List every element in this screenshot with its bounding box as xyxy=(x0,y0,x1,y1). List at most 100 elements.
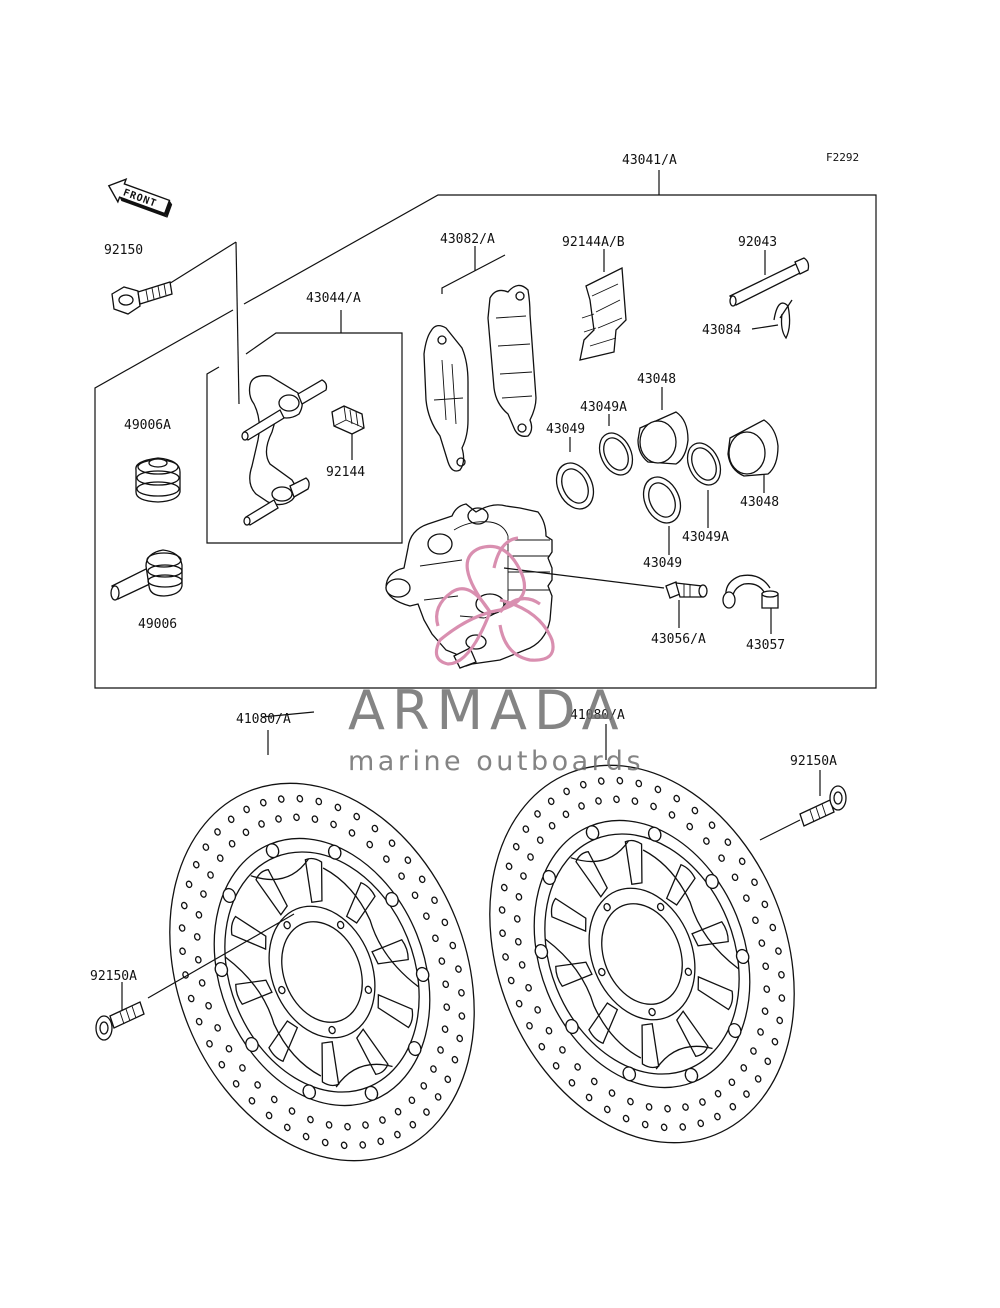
watermark-brand: ARMADA xyxy=(348,679,626,742)
label-disc-left: 41080/A xyxy=(236,712,291,727)
disc-drill-hole xyxy=(325,1121,333,1129)
label-pad-pin: 92043 xyxy=(738,235,777,250)
disc-drill-hole xyxy=(752,916,759,925)
disc-drill-hole xyxy=(296,794,304,803)
disc-drill-hole xyxy=(714,1112,721,1121)
disc-drill-hole xyxy=(451,1055,459,1064)
spring-92144 xyxy=(331,405,365,460)
disc-drill-hole xyxy=(254,1081,261,1089)
disc-drill-hole xyxy=(708,821,716,829)
disc-drill-hole xyxy=(398,872,405,880)
disc-drill-hole xyxy=(438,957,446,965)
disc-drill-hole xyxy=(538,1042,546,1051)
disc-vent-slot xyxy=(377,993,414,1029)
disc-drill-hole xyxy=(703,837,710,845)
disc-vent-slot xyxy=(691,920,729,947)
disc-drill-hole xyxy=(660,1123,668,1132)
disc-drill-hole xyxy=(754,1075,762,1083)
disc-drill-hole xyxy=(650,802,657,811)
bolt-92150-leader xyxy=(163,241,240,405)
disc-drill-hole xyxy=(383,855,390,863)
disc-drill-hole xyxy=(775,947,782,955)
disc-drill-hole xyxy=(227,815,235,824)
disc-drill-hole xyxy=(418,875,426,884)
disc-drill-hole xyxy=(232,1080,240,1088)
disc-drill-hole xyxy=(444,1075,452,1084)
slide-pin-49006 xyxy=(110,549,183,601)
disc-vent-slot xyxy=(255,868,288,916)
disc-drill-hole xyxy=(699,1098,706,1106)
disc-drill-hole xyxy=(622,1114,630,1123)
disc-mount-hole xyxy=(278,985,286,995)
disc-drill-hole xyxy=(243,805,250,814)
disc-drill-hole xyxy=(362,1121,369,1129)
disc-drill-hole xyxy=(277,795,285,803)
disc-drill-hole xyxy=(432,934,439,943)
disc-drill-hole xyxy=(340,1141,348,1150)
label-bleed-cap: 43057 xyxy=(746,638,785,653)
disc-drill-hole xyxy=(353,812,361,821)
disc-drill-hole xyxy=(627,1097,634,1106)
disc-drill-hole xyxy=(518,961,526,969)
disc-drill-hole xyxy=(178,924,186,932)
disc-drill-hole xyxy=(520,872,527,880)
disc-vent-slot xyxy=(345,881,376,924)
disc-drill-hole xyxy=(408,1096,416,1105)
disc-drill-hole xyxy=(441,1025,449,1033)
disc-drill-hole xyxy=(714,1089,722,1098)
disc-drill-hole xyxy=(242,828,250,837)
disc-mount-hole xyxy=(364,985,373,995)
disc-drill-hole xyxy=(348,829,356,837)
disc-mount-hole xyxy=(656,902,665,912)
disc-drill-hole xyxy=(514,937,522,946)
disc-drill-hole xyxy=(613,795,620,804)
disc-vent-slot xyxy=(356,1028,389,1076)
disc-float-button xyxy=(542,869,557,885)
disc-drill-hole xyxy=(534,1006,541,1014)
disc-drill-hole xyxy=(207,871,214,879)
disc-drill-hole xyxy=(359,1141,367,1149)
label-seal-left: 43049 xyxy=(546,422,585,437)
disc-drill-hole xyxy=(761,1007,769,1015)
disc-drill-hole xyxy=(616,776,624,785)
disc-float-button xyxy=(705,873,719,890)
figure-code: F2292 xyxy=(826,151,859,164)
disc-drill-hole xyxy=(180,901,188,910)
watermark-tagline: marine outboards xyxy=(348,746,644,777)
disc-drill-hole xyxy=(729,1102,737,1111)
disc-drill-hole xyxy=(654,785,662,794)
disc-drill-hole xyxy=(515,999,523,1008)
pad-set-43082A xyxy=(423,246,537,472)
disc-drill-hole xyxy=(527,853,534,861)
disc-vent-slot xyxy=(665,863,696,906)
disc-drill-hole xyxy=(434,1093,442,1101)
disc-float-button xyxy=(647,826,662,842)
disc-drill-hole xyxy=(185,880,193,889)
disc-drill-hole xyxy=(724,838,732,846)
bleed-valve-43056A xyxy=(665,581,708,628)
disc-drill-hole xyxy=(334,803,342,812)
disc-drill-hole xyxy=(394,1107,402,1116)
disc-vent-slot xyxy=(588,1002,619,1045)
label-boot-a: 49006A xyxy=(124,418,171,433)
disc-drill-hole xyxy=(195,1017,203,1026)
label-disc-bolt-left: 92150A xyxy=(90,969,137,984)
label-slide-pin: 49006 xyxy=(138,617,177,632)
disc-drill-hole xyxy=(757,1028,764,1036)
disc-drill-hole xyxy=(315,797,323,806)
disc-drill-hole xyxy=(718,854,725,862)
disc-drill-hole xyxy=(307,1115,314,1124)
disc-drill-hole xyxy=(536,836,544,844)
disc-drill-hole xyxy=(697,1119,705,1128)
disc-drill-hole xyxy=(437,1046,444,1054)
disc-drill-hole xyxy=(214,828,221,836)
disc-float-button xyxy=(565,1018,579,1035)
disc-drill-hole xyxy=(751,878,758,887)
disc-drill-hole xyxy=(731,873,739,882)
brake-disc-left xyxy=(169,711,475,1162)
label-caliper-assy: 43041/A xyxy=(622,153,677,168)
disc-drill-hole xyxy=(193,933,201,941)
disc-drill-hole xyxy=(288,1107,296,1115)
label-spring-small: 92144 xyxy=(326,465,365,480)
disc-drill-hole xyxy=(321,1138,329,1147)
